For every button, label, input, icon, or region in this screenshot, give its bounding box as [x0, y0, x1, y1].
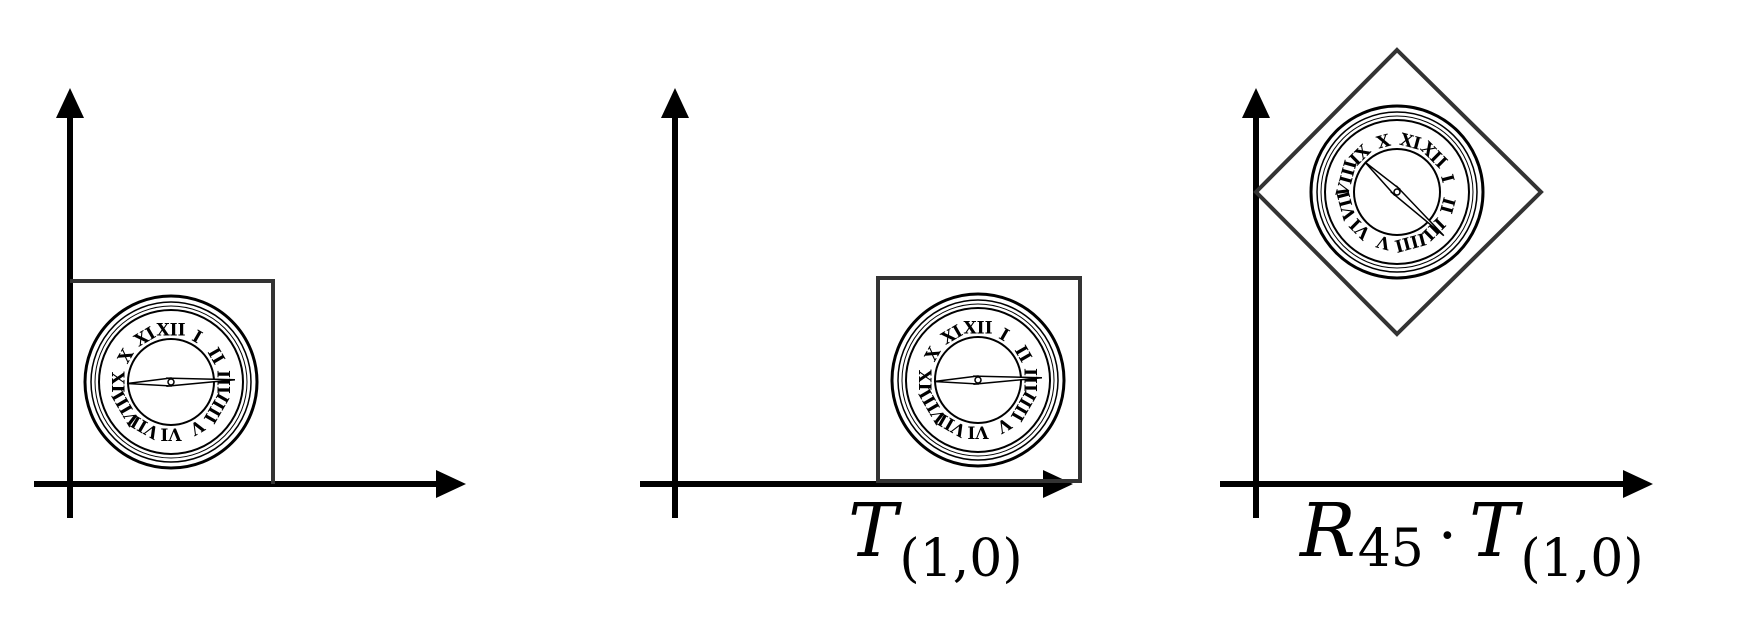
y-axis-arrowhead — [56, 88, 84, 118]
x-axis-arrowhead — [1623, 470, 1653, 498]
x-axis-arrowhead — [436, 470, 466, 498]
x-axis-arrowhead — [1043, 470, 1073, 498]
unit-square-frame — [70, 279, 275, 484]
rotated-square-frame — [1253, 47, 1544, 337]
clock-numeral: XII — [963, 319, 992, 339]
clock-numeral: X — [1375, 131, 1394, 154]
clock-numeral: XII — [156, 321, 185, 341]
clock-numeral: IX — [110, 371, 130, 393]
clock-center-pin — [167, 378, 175, 386]
clock-numeral: III — [213, 370, 233, 394]
y-axis-arrowhead — [1242, 88, 1270, 118]
y-axis-arrowhead — [661, 88, 689, 118]
clock-center-pin — [974, 376, 982, 384]
clock-numeral: VI — [160, 424, 182, 444]
clock-center-pin — [1393, 188, 1401, 196]
translated-square-frame — [876, 276, 1082, 483]
clock-numeral: V — [1374, 230, 1394, 253]
clock-numeral: VI — [967, 422, 989, 442]
clock-numeral: III — [1020, 368, 1040, 392]
clock-numeral: IX — [917, 369, 937, 391]
clock-numeral: II — [1435, 195, 1458, 216]
translation-label: T(1,0) — [848, 488, 1023, 589]
rotation-translation-label: R45·T(1,0) — [1298, 488, 1644, 589]
